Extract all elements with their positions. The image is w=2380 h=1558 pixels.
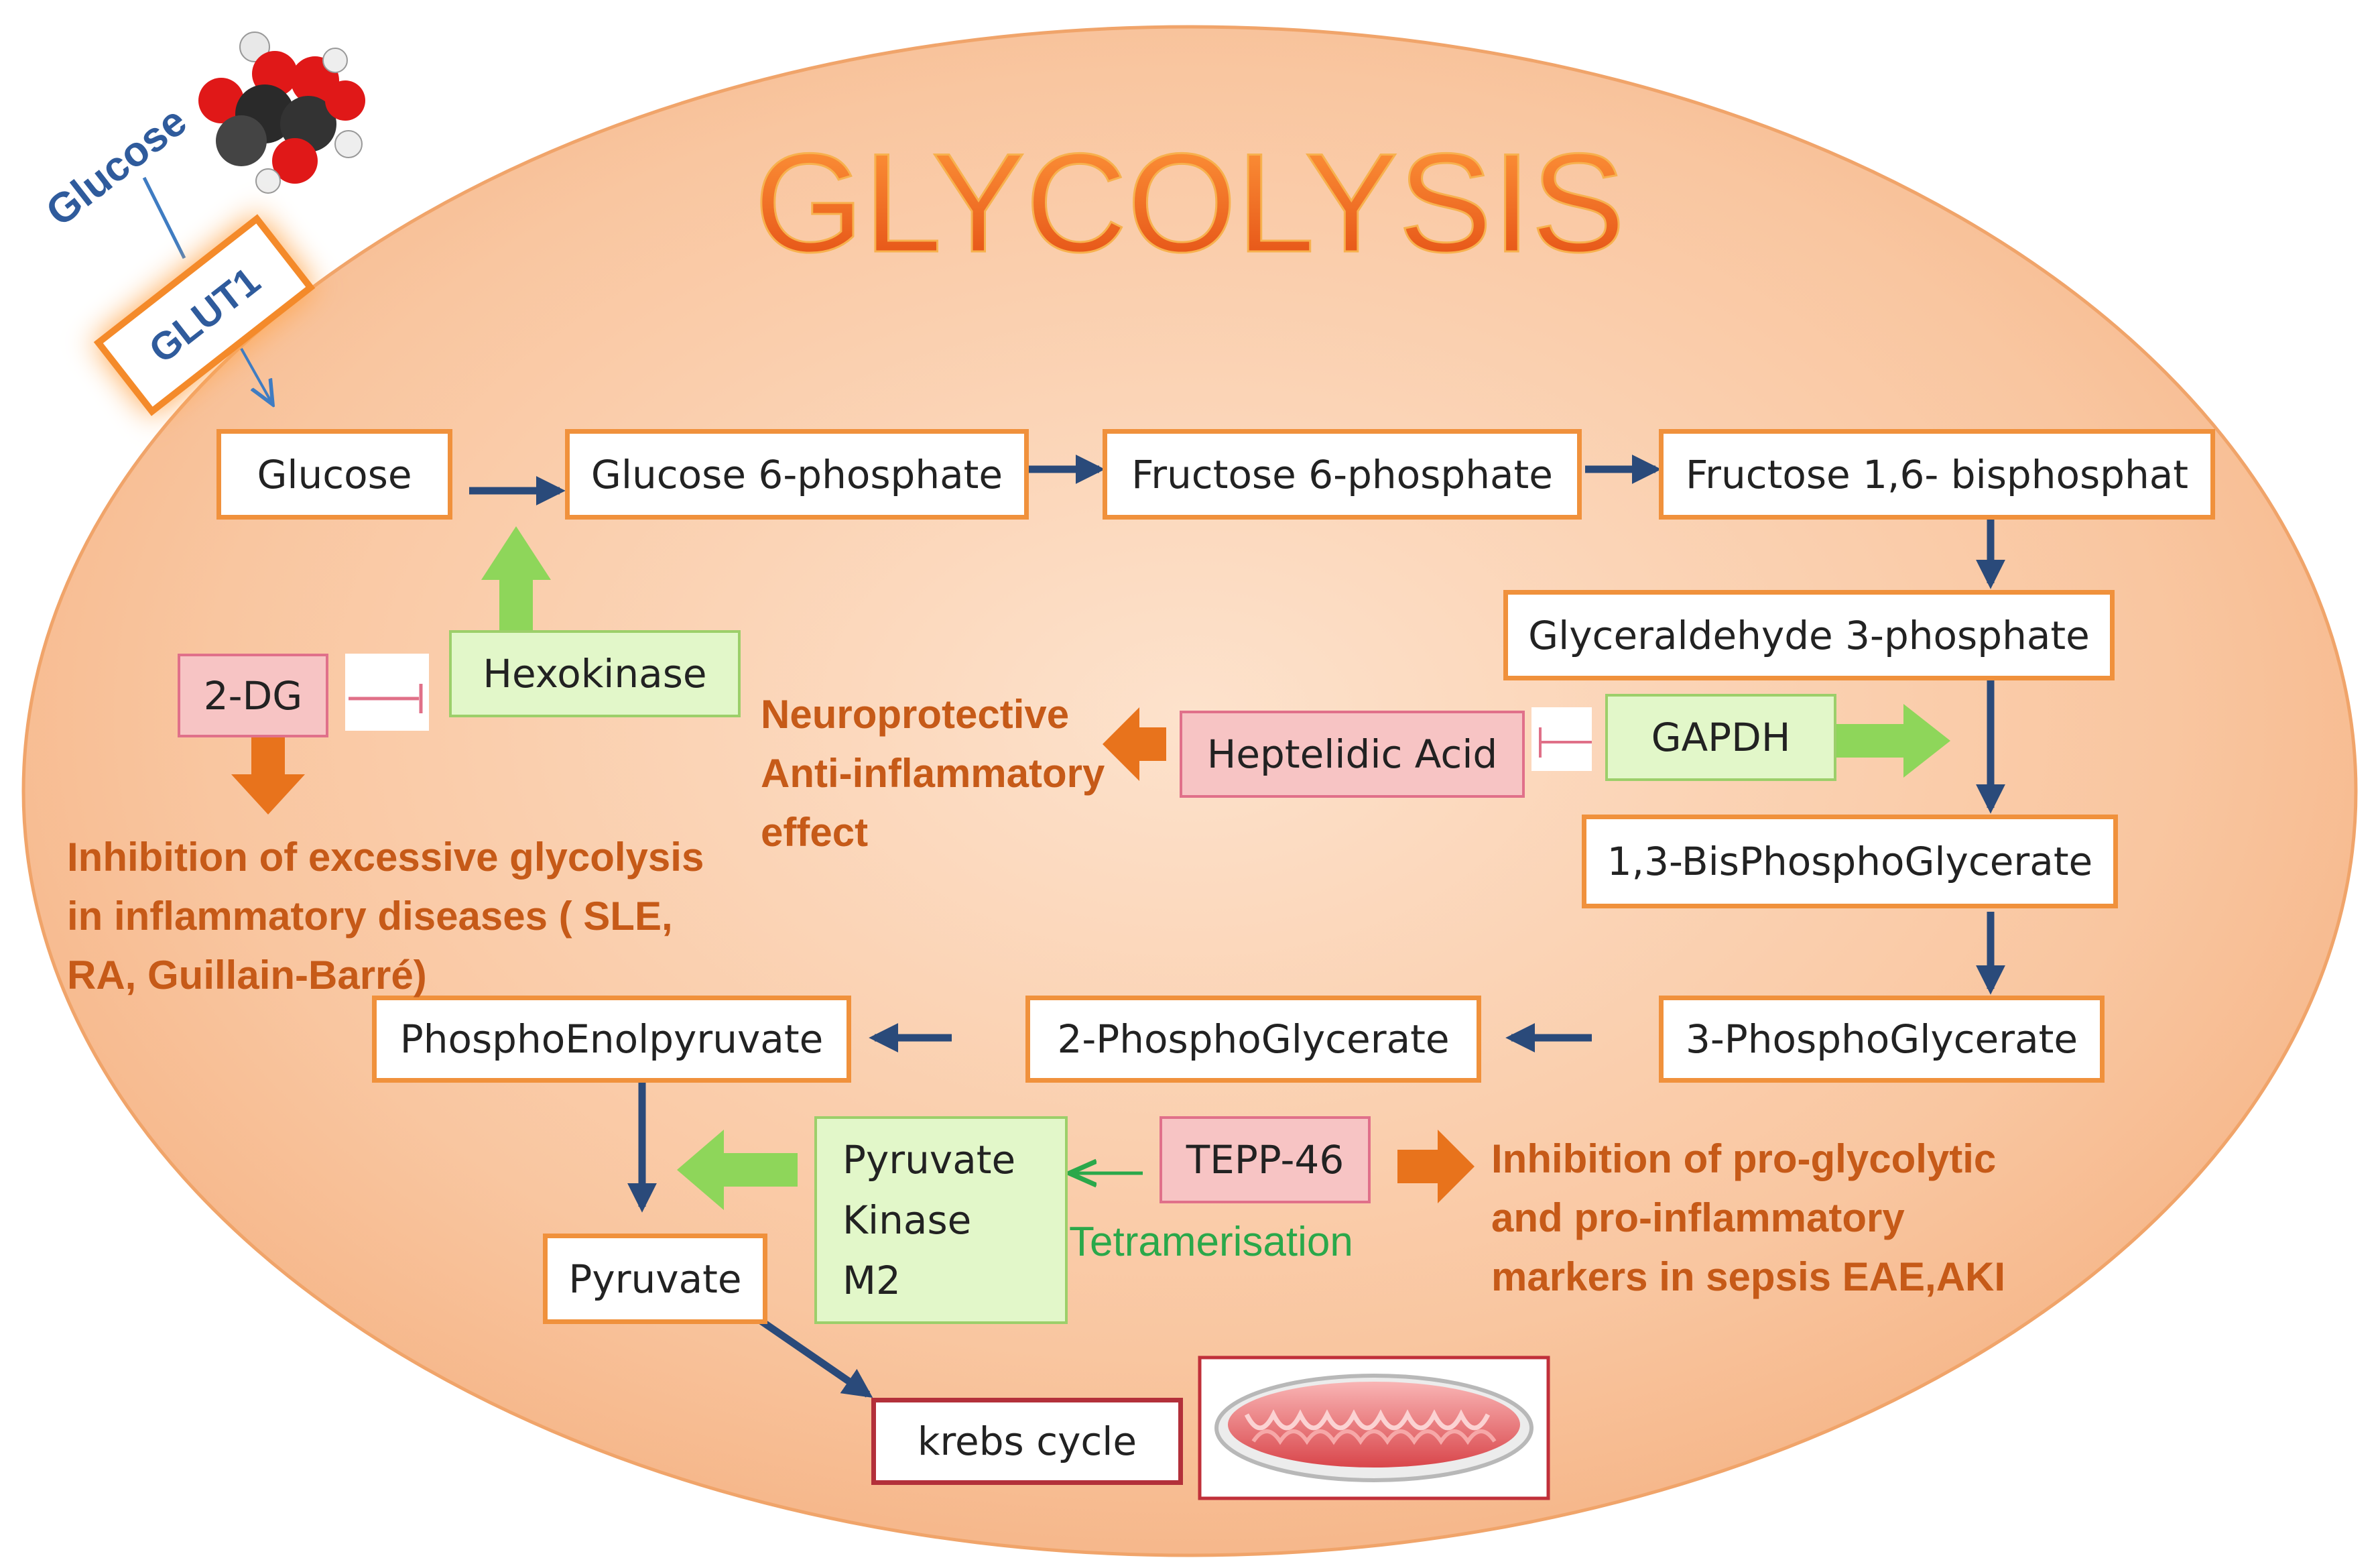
- node-1-3-bisphosphoglycerate: 1,3-BisPhosphoGlycerate: [1582, 815, 2118, 908]
- node-glyceraldehyde-3-phosphate-label: Glyceraldehyde 3-phosphate: [1528, 612, 2090, 658]
- dg2-effect-line-2: in inflammatory diseases ( SLE,: [67, 894, 673, 939]
- heptelidic-effect-line-3: effect: [761, 810, 869, 855]
- node-fructose-6-phosphate-label: Fructose 6-phosphate: [1131, 451, 1553, 497]
- heptelidic-inhibits-gapdh: [1531, 707, 1592, 771]
- tepp46-effect-line-1: Inhibition of pro-glycolytic: [1491, 1136, 1997, 1181]
- mitochondrion-icon: [1198, 1356, 1550, 1500]
- node-3-phosphoglycerate: 3-PhosphoGlycerate: [1659, 996, 2105, 1083]
- enzyme-hexokinase-label: Hexokinase: [483, 651, 707, 697]
- node-glucose-label: Glucose: [257, 451, 412, 497]
- dg2-effect-arrow: [231, 734, 305, 815]
- activator-tepp-46-label: TEPP-46: [1186, 1137, 1344, 1183]
- tepp46-effect-line-3: markers in sepsis EAE,AKI: [1491, 1254, 2006, 1299]
- heptelidic-effect-note: Neuroprotective Anti-inflammatory effect: [761, 685, 1136, 862]
- enzyme-gapdh: GAPDH: [1605, 694, 1836, 781]
- diagram-title: GLYCOLYSIS: [754, 124, 1625, 282]
- dg2-effect-line-1: Inhibition of excessive glycolysis: [67, 835, 704, 880]
- node-krebs-cycle-label: krebs cycle: [917, 1419, 1137, 1464]
- enzyme-pkm2-line-3: M2: [842, 1258, 901, 1303]
- arrow-pyruvate-krebs: [758, 1317, 873, 1398]
- inhibitor-heptelidic-acid: Heptelidic Acid: [1180, 711, 1525, 798]
- enzyme-hexokinase: Hexokinase: [449, 630, 741, 717]
- glucose-transport-label: Glucose: [38, 98, 195, 235]
- pathway-arrows: [469, 455, 2005, 1398]
- node-glucose: Glucose: [216, 429, 452, 520]
- heptelidic-effect-arrow: [1103, 707, 1166, 781]
- pkm2-arrow: [677, 1130, 798, 1210]
- node-krebs-cycle: krebs cycle: [871, 1398, 1183, 1485]
- tetramerisation-label: Tetramerisation: [1069, 1219, 1353, 1265]
- hexokinase-arrow: [481, 526, 551, 630]
- node-glucose-6-phosphate: Glucose 6-phosphate: [565, 429, 1029, 520]
- node-2-phosphoglycerate-label: 2-PhosphoGlycerate: [1057, 1016, 1450, 1062]
- enzyme-pyruvate-kinase-m2: Pyruvate Kinase M2: [814, 1116, 1068, 1324]
- node-phosphoenolpyruvate-label: PhosphoEnolpyruvate: [399, 1016, 824, 1062]
- inhibitor-2-dg: 2-DG: [178, 654, 328, 737]
- activator-tepp-46: TEPP-46: [1160, 1116, 1371, 1203]
- inhibitor-2-dg-label: 2-DG: [203, 672, 303, 719]
- node-3-phosphoglycerate-label: 3-PhosphoGlycerate: [1685, 1016, 2078, 1062]
- heptelidic-effect-line-1: Neuroprotective: [761, 692, 1070, 737]
- node-pyruvate-label: Pyruvate: [568, 1256, 742, 1302]
- dg2-effect-line-3: RA, Guillain-Barré): [67, 953, 427, 998]
- enzyme-pkm2-line-2: Kinase: [842, 1197, 972, 1243]
- tepp46-effect-line-2: and pro-inflammatory: [1491, 1195, 1905, 1240]
- node-fructose-1-6-bisphosphate-label: Fructose 1,6- bisphosphat: [1685, 451, 2189, 497]
- dg2-effect-note: Inhibition of excessive glycolysis in in…: [67, 828, 751, 1005]
- heptelidic-effect-line-2: Anti-inflammatory: [761, 751, 1105, 796]
- inhibitor-heptelidic-acid-label: Heptelidic Acid: [1206, 731, 1498, 777]
- node-glucose-6-phosphate-label: Glucose 6-phosphate: [590, 451, 1003, 497]
- node-fructose-1-6-bisphosphate: Fructose 1,6- bisphosphat: [1659, 429, 2215, 520]
- glucose-to-glut1-line: [142, 176, 186, 259]
- node-phosphoenolpyruvate: PhosphoEnolpyruvate: [372, 996, 851, 1083]
- tepp46-effect-arrow: [1397, 1130, 1475, 1203]
- dg2-inhibits-hexokinase: [345, 654, 429, 731]
- node-1-3-bisphosphoglycerate-label: 1,3-BisPhosphoGlycerate: [1607, 839, 2093, 884]
- node-glyceraldehyde-3-phosphate: Glyceraldehyde 3-phosphate: [1503, 590, 2115, 680]
- tepp46-effect-note: Inhibition of pro-glycolytic and pro-inf…: [1491, 1130, 2094, 1307]
- enzyme-pkm2-line-1: Pyruvate: [842, 1137, 1016, 1183]
- node-pyruvate: Pyruvate: [543, 1234, 767, 1324]
- glucose-molecule-icon: [198, 20, 375, 201]
- enzyme-gapdh-label: GAPDH: [1651, 715, 1791, 760]
- node-fructose-6-phosphate: Fructose 6-phosphate: [1103, 429, 1582, 520]
- glut1-to-glucose-arrow: [240, 348, 271, 402]
- node-2-phosphoglycerate: 2-PhosphoGlycerate: [1025, 996, 1481, 1083]
- gapdh-arrow: [1836, 704, 1950, 778]
